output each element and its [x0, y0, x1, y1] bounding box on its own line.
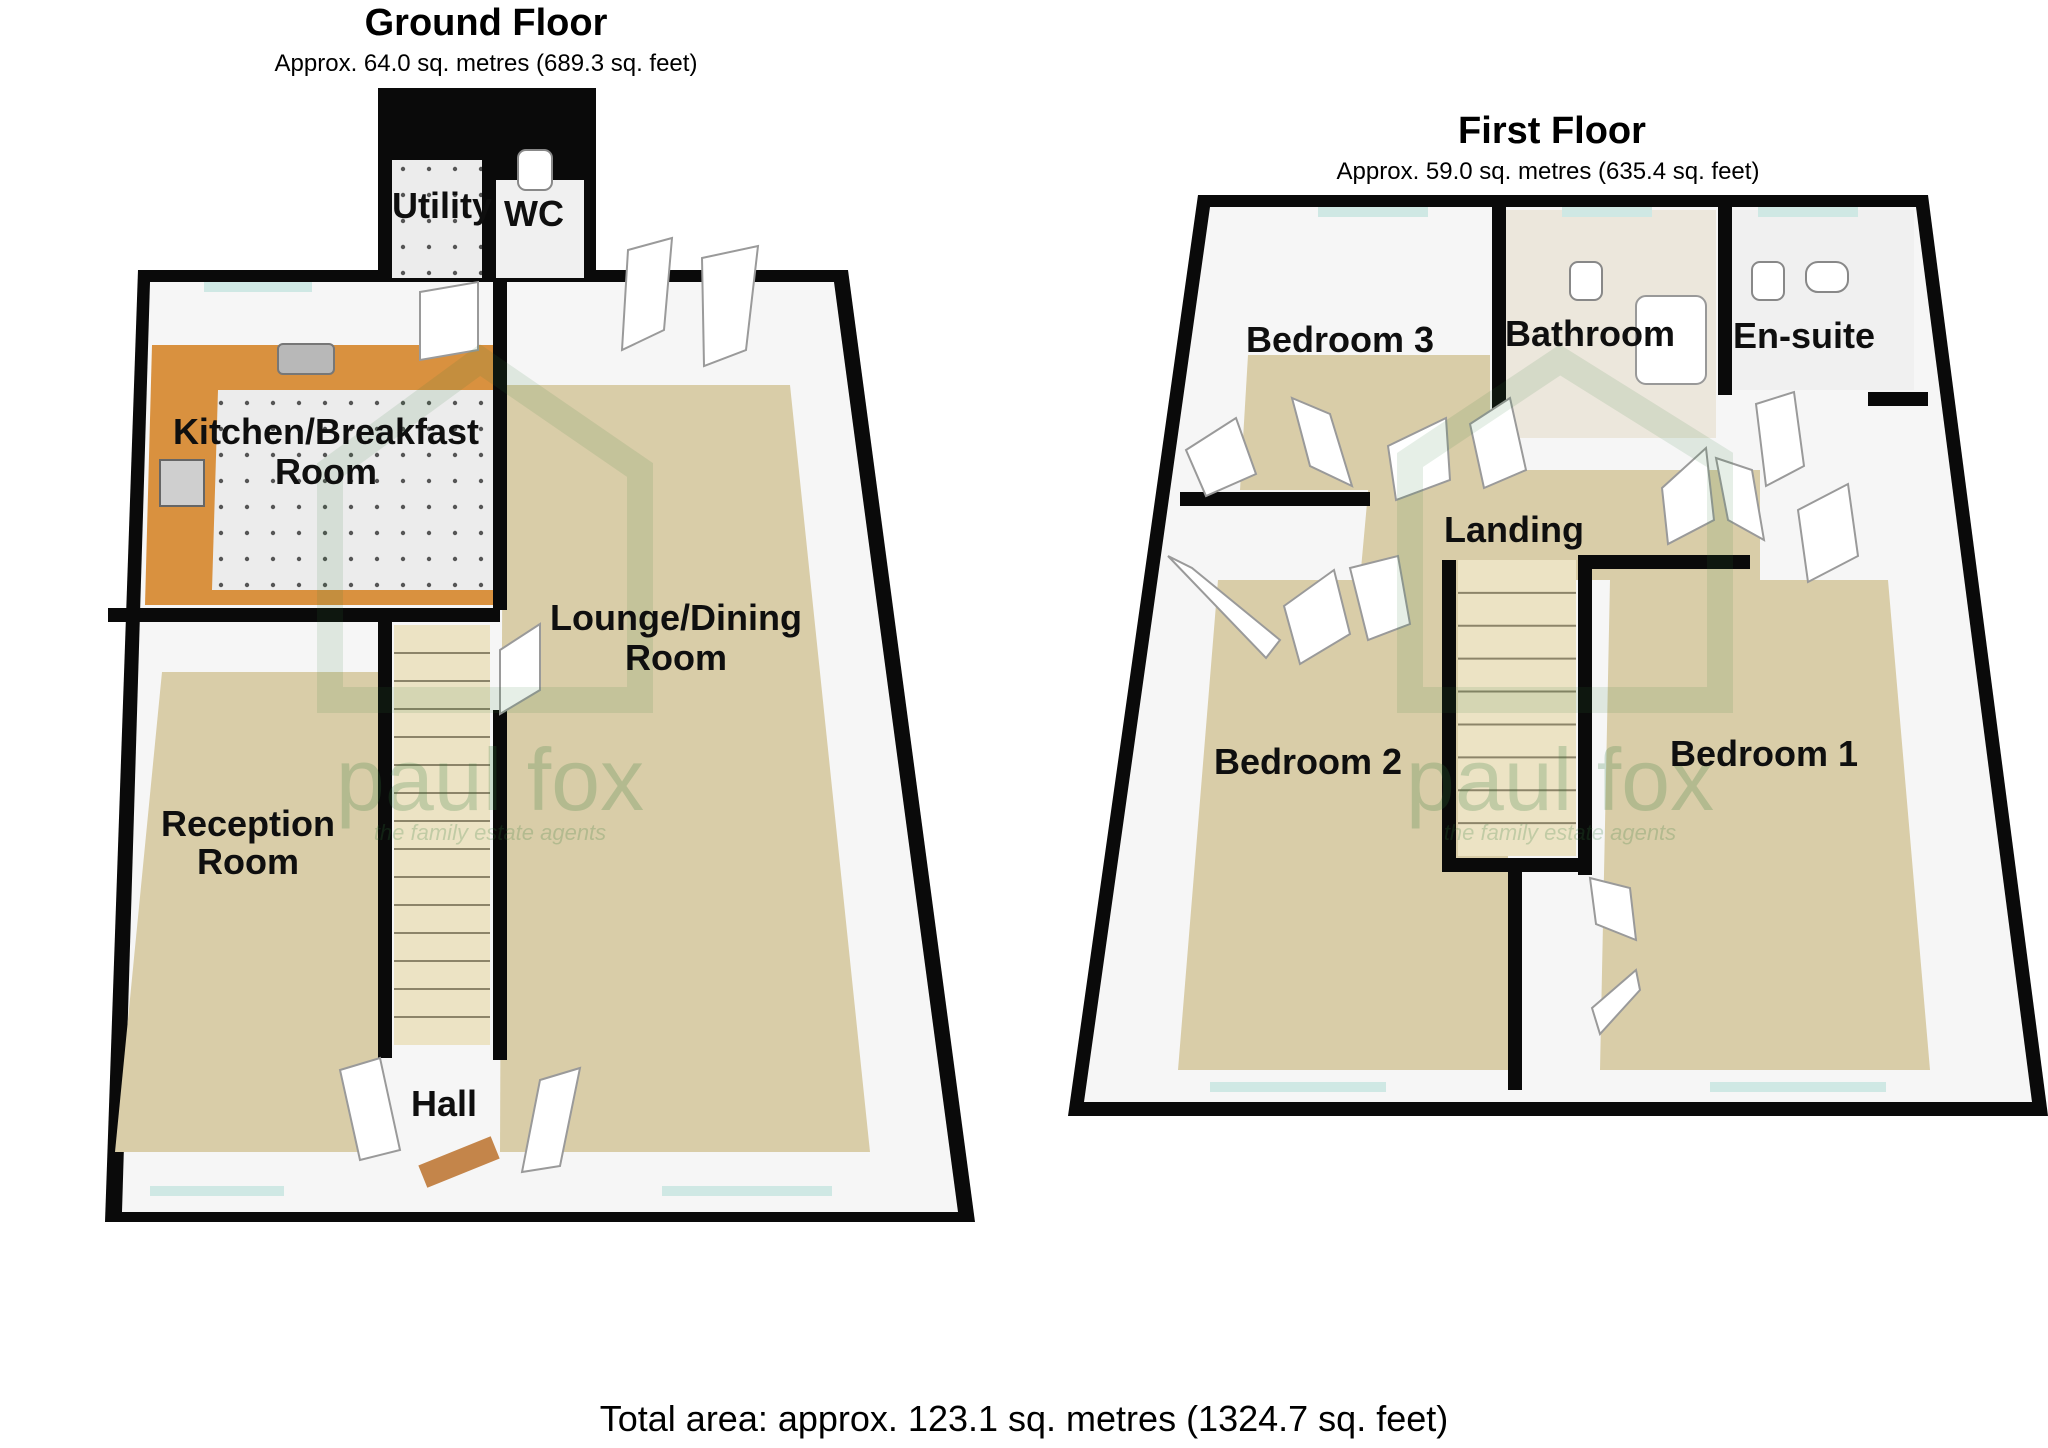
room-label-landing: Landing	[1444, 509, 1584, 550]
bedroom2-floor	[1178, 580, 1508, 1070]
watermark-first: paul fox the family estate agents	[1397, 344, 1733, 845]
kitchen-reception-wall	[108, 608, 500, 622]
room-label-reception-line2: Room	[197, 841, 299, 882]
ground-floor-plan	[105, 88, 975, 1222]
ground-front-window-right	[662, 1186, 832, 1196]
landing-lower-wall	[1442, 858, 1592, 872]
total-area: Total area: approx. 123.1 sq. metres (13…	[599, 1398, 1449, 1439]
kitchen-tiled-floor	[212, 390, 495, 590]
ground-floor-title: Ground Floor	[364, 2, 608, 44]
kitchen-sink-icon	[277, 343, 335, 375]
ground-front-window-left	[150, 1186, 284, 1196]
room-label-utility: Utility	[392, 185, 492, 226]
stair-left-wall	[378, 618, 392, 1058]
stair-right-wall	[493, 710, 507, 1060]
bed2-landing-wall	[1442, 560, 1456, 870]
first-floor-plan	[1068, 195, 2048, 1116]
room-label-bedroom1: Bedroom 1	[1670, 733, 1858, 774]
first-floor-area: Approx. 59.0 sq. metres (635.4 sq. feet)	[1336, 158, 1760, 185]
first-floor-title: First Floor	[1458, 110, 1646, 152]
watermark-ground: paul fox the family estate agents	[317, 344, 653, 845]
ground-floor-labels: Utility WC Kitchen/Breakfast Room Lounge…	[161, 185, 802, 1124]
bathroom-toilet-icon	[1569, 261, 1603, 301]
toilet-icon	[517, 149, 553, 191]
watermark-brand-ground: paul fox	[336, 730, 644, 829]
room-label-bedroom2: Bedroom 2	[1214, 741, 1402, 782]
first-staircase	[1458, 560, 1576, 856]
room-label-kitchen: Kitchen/Breakfast	[173, 411, 479, 452]
watermark-brand-first: paul fox	[1406, 730, 1714, 829]
utility-floor	[392, 160, 482, 278]
ground-floor-doors	[338, 236, 760, 1174]
house-logo-icon	[1397, 344, 1733, 713]
room-label-reception: Reception	[161, 803, 335, 844]
room-label-bathroom: Bathroom	[1505, 313, 1675, 354]
bed1-cupboard-wall	[1580, 555, 1750, 569]
bathroom-window	[1562, 207, 1652, 217]
wc-floor	[496, 180, 584, 278]
room-label-lounge: Lounge/Dining	[550, 597, 802, 638]
bedroom2-front-window	[1210, 1082, 1386, 1092]
room-label-bedroom3: Bedroom 3	[1246, 319, 1434, 360]
bath-tub-icon	[1635, 295, 1707, 385]
room-label-hall: Hall	[411, 1083, 477, 1124]
room-label-ensuite: En-suite	[1733, 315, 1875, 356]
room-label-wc: WC	[504, 193, 564, 234]
landing-floor	[1360, 470, 1760, 580]
first-floor-divider	[1508, 870, 1522, 1090]
bedroom1-floor	[1600, 580, 1930, 1070]
first-floor-labels: Bedroom 3 Bathroom En-suite Landing Bedr…	[1214, 313, 1875, 782]
ensuite-basin-icon	[1805, 261, 1849, 293]
kitchen-lounge-wall	[493, 280, 507, 610]
room-label-lounge-line2: Room	[625, 637, 727, 678]
hob-icon	[159, 459, 205, 507]
lounge-floor	[500, 385, 870, 1152]
kitchen-window	[204, 282, 312, 292]
first-floor-doors	[1167, 390, 1860, 1036]
ensuite-toilet-icon	[1751, 261, 1785, 301]
watermark-tagline-ground: the family estate agents	[374, 820, 606, 845]
ensuite-bed1-wall	[1868, 392, 1928, 406]
room-label-kitchen-line2: Room	[275, 451, 377, 492]
hall-front-door	[418, 1136, 500, 1188]
bathroom-ensuite-wall	[1718, 205, 1732, 395]
bedroom3-window	[1318, 207, 1428, 217]
ground-staircase	[394, 625, 490, 1045]
ground-floor-area: Approx. 64.0 sq. metres (689.3 sq. feet)	[274, 50, 698, 77]
ensuite-window	[1758, 207, 1858, 217]
watermark-tagline-first: the family estate agents	[1444, 820, 1676, 845]
bedroom1-front-window	[1710, 1082, 1886, 1092]
first-stair-treads	[1458, 591, 1576, 825]
bedroom3-bathroom-wall	[1492, 205, 1506, 435]
bed1-landing-wall	[1578, 555, 1592, 875]
bedroom2-bedroom3-wall	[1180, 492, 1370, 506]
reception-room-floor	[115, 672, 378, 1152]
house-logo-icon	[317, 344, 653, 713]
ground-stair-treads	[394, 652, 490, 1018]
